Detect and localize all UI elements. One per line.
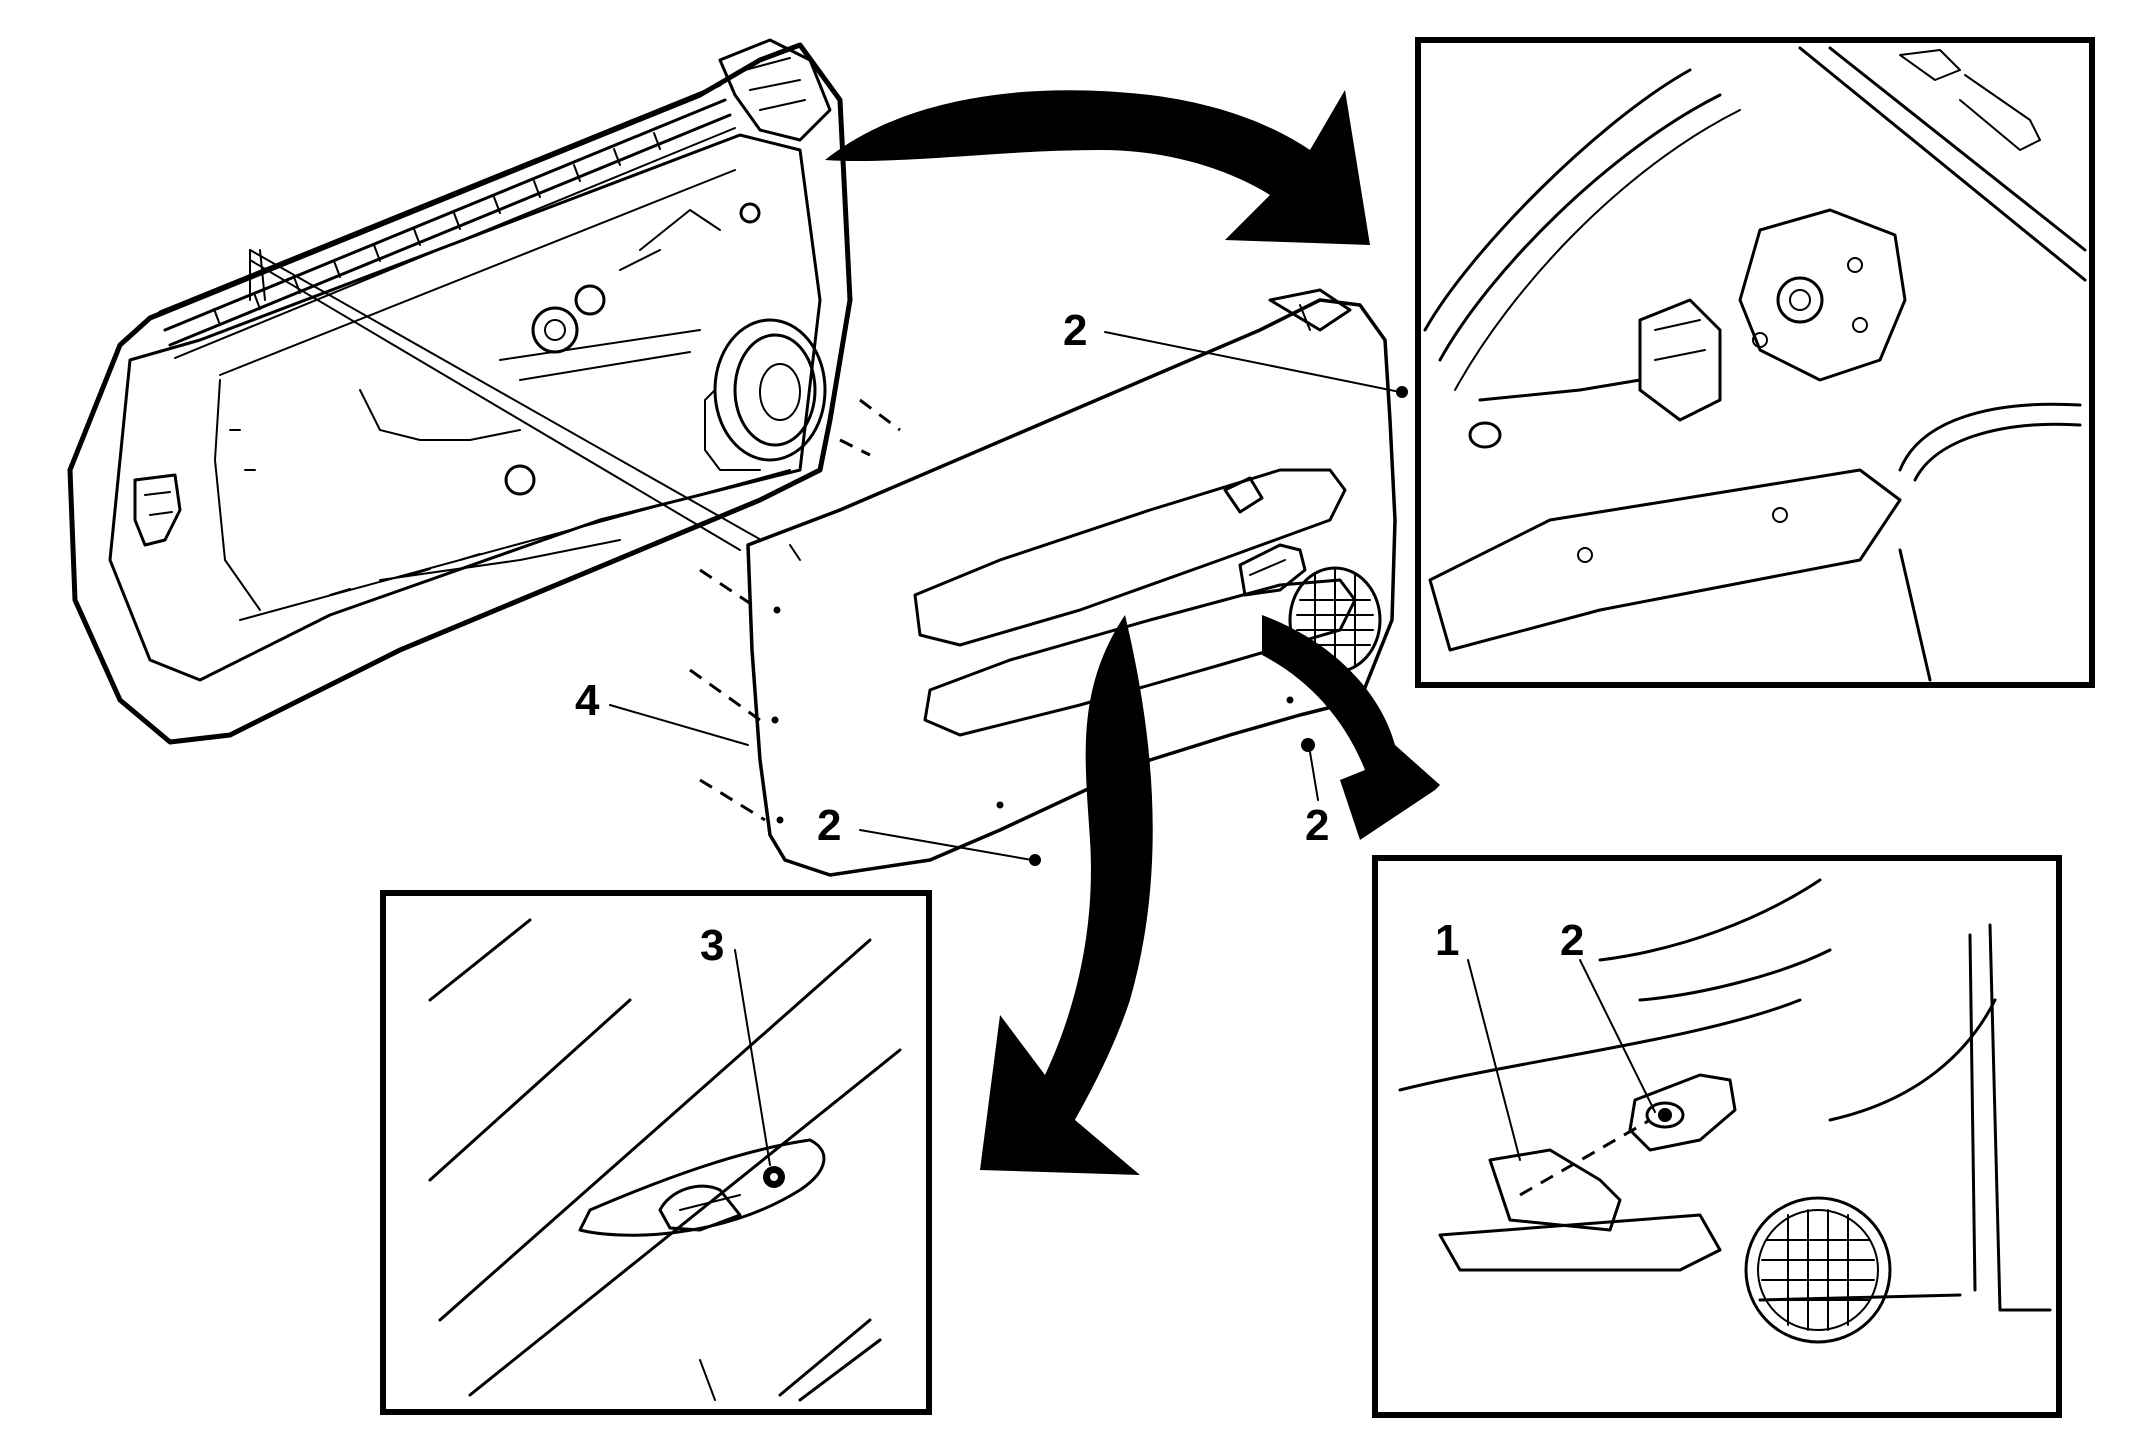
callout-inset-br-cover: 1 (1435, 916, 1459, 965)
callout-inset-bl-fastener: 3 (700, 921, 724, 970)
callout-right-fastener: 2 (1305, 801, 1329, 850)
panel-4-leader-lines (249, 249, 771, 551)
fastener-top (1396, 386, 1408, 398)
leader-lower-fastener (859, 829, 1033, 861)
callout-trim-panel: 4 (575, 676, 600, 725)
leader-top-fastener (1104, 331, 1401, 393)
callout-top-fastener: 2 (1063, 306, 1087, 355)
arrow-to-bottom-left-inset (980, 615, 1153, 1175)
inset-top-right (1415, 37, 2095, 688)
fastener-right (1301, 738, 1315, 752)
alignment-dashes (689, 398, 901, 822)
leader-trim-panel (609, 704, 749, 746)
inset-bottom-left: 3 (380, 890, 932, 1415)
leader-right-fastener (1309, 751, 1319, 801)
inset-top-right-detail (1423, 46, 2087, 682)
door-speaker (704, 318, 827, 471)
window-channel-hatching (213, 132, 661, 326)
arrow-to-top-right-inset (825, 90, 1370, 245)
inset-bottom-left-detail (428, 918, 902, 1402)
panel-speaker-grille (1296, 569, 1374, 671)
fastener-lower (1029, 854, 1041, 866)
callout-inset-br-fastener: 2 (1560, 916, 1584, 965)
inset-bottom-right-detail (1398, 878, 2052, 1344)
door-inner-frame (67, 38, 853, 745)
inset-speaker-grille (1761, 1209, 1875, 1331)
callout-lower-fastener: 2 (817, 801, 841, 850)
inset-bottom-right: 1 2 (1372, 855, 2062, 1418)
arrow-to-bottom-right-inset (1262, 615, 1440, 840)
door-trim-panel (746, 288, 1397, 877)
door-latch (133, 473, 182, 547)
